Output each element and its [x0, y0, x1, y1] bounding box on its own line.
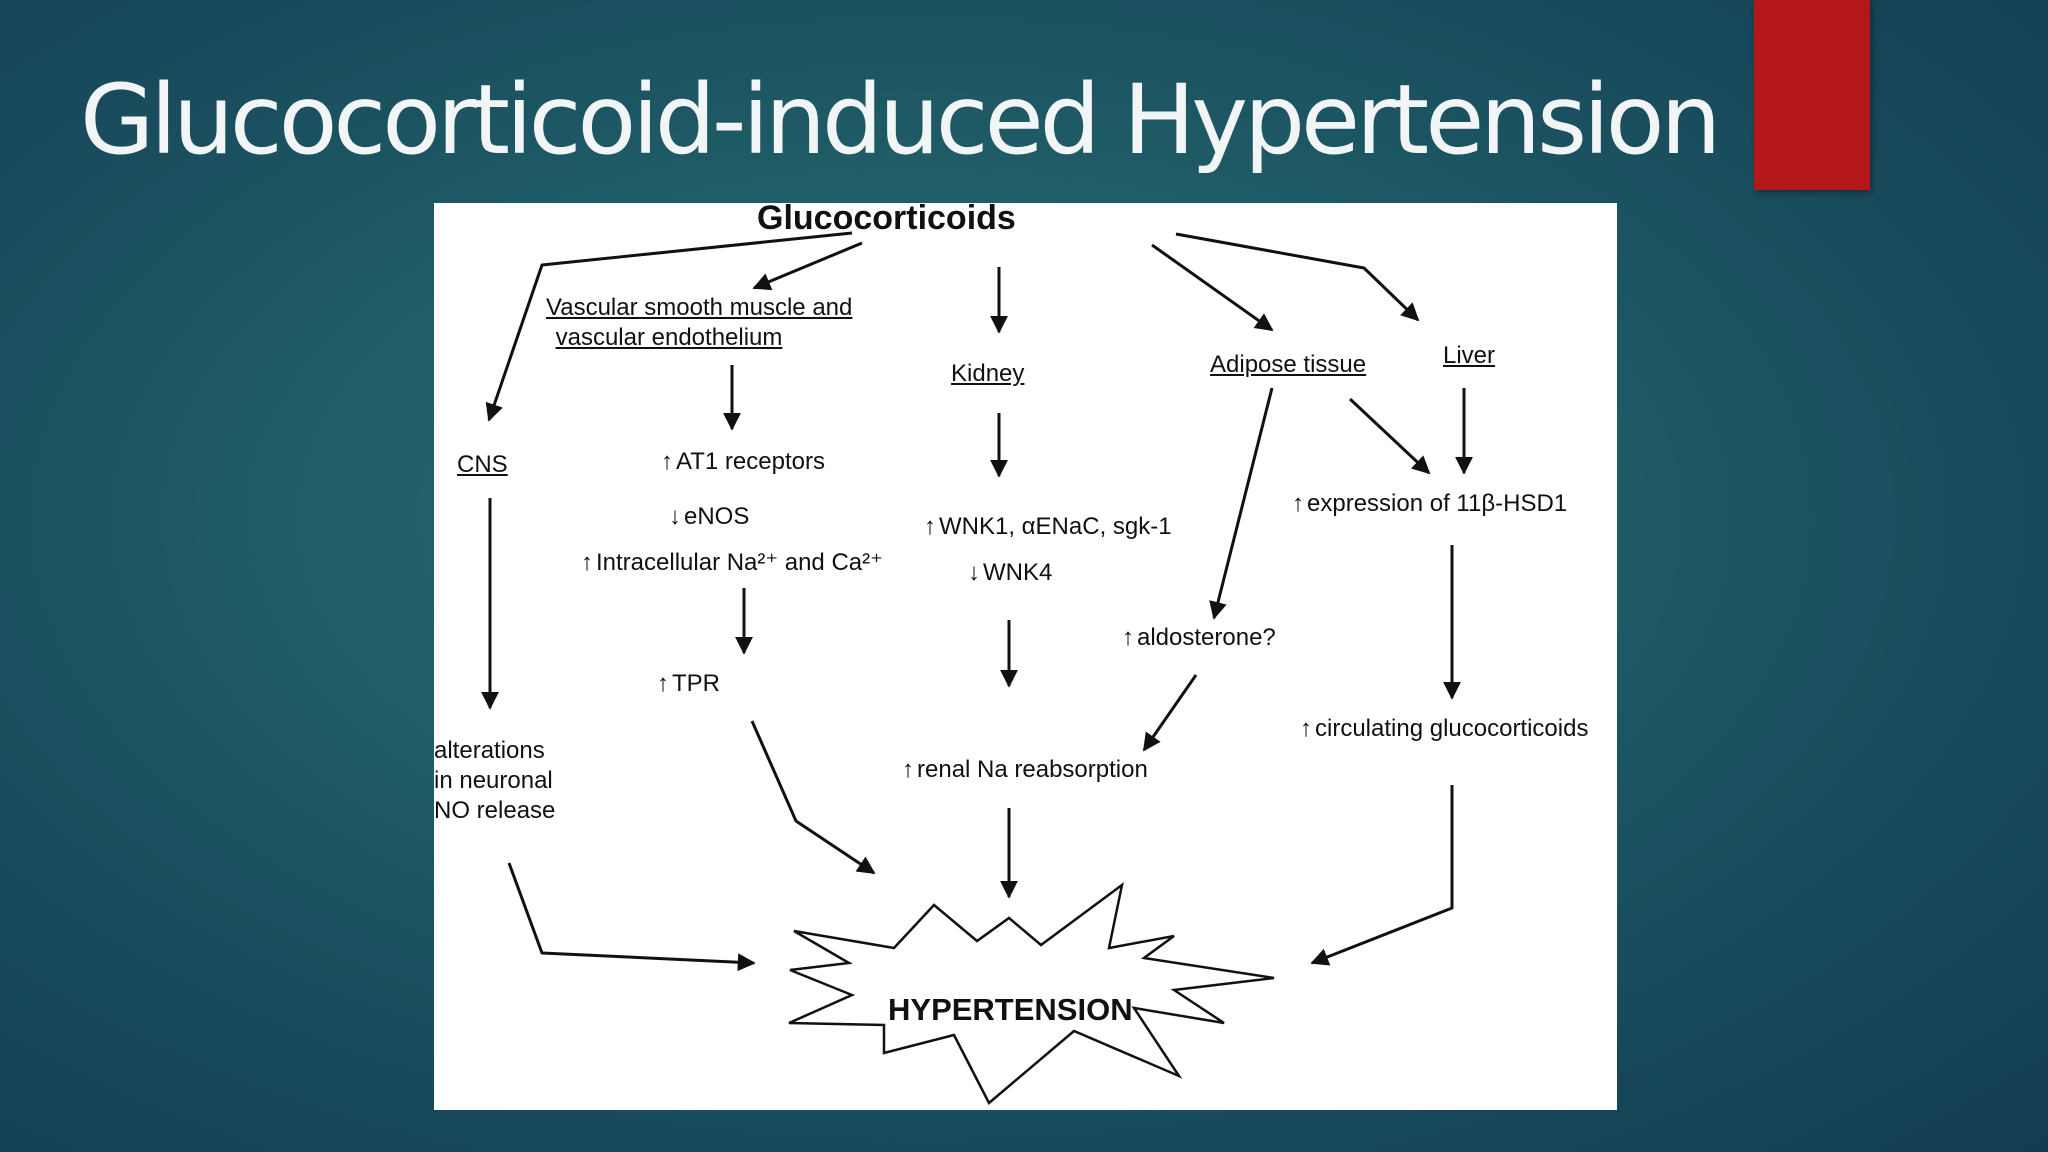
up-arrow-icon: ↑ — [924, 513, 936, 540]
arrow-adipose-to-hsd — [1348, 397, 1431, 475]
arrow-root-to-vascular — [752, 241, 863, 291]
header-liver: Liver — [1443, 342, 1496, 369]
up-arrow-icon: ↑ — [902, 756, 914, 783]
header-vascular: Vascular smooth muscle and vascular endo… — [546, 294, 853, 351]
up-arrow-icon: ↑ — [1292, 490, 1304, 517]
header-adipose: Adipose tissue — [1210, 351, 1367, 378]
arrow-root-to-cns — [485, 231, 853, 422]
up-arrow-icon: ↑ — [1122, 624, 1134, 651]
diagram-connectors — [481, 231, 1473, 1105]
effect-renal-na: ↑renal Na reabsorption — [902, 756, 1148, 783]
slide-title: Glucocorticoid-induced Hypertension — [80, 64, 1721, 176]
arrow-aldosterone-to-renal — [1142, 674, 1198, 752]
outcome-hypertension: HYPERTENSION — [888, 992, 1133, 1027]
effect-wnk1: ↑WNK1, αENaC, sgk-1 — [924, 513, 1172, 540]
arrow-circulating-to-hypertension — [1310, 785, 1454, 966]
effect-at1-receptors: ↑AT1 receptors — [661, 448, 825, 475]
header-kidney: Kidney — [951, 360, 1025, 387]
arrow-alterations-to-hypertension — [507, 862, 756, 972]
up-arrow-icon: ↑ — [661, 448, 673, 475]
arrow-root-to-adipose — [1151, 243, 1274, 332]
down-arrow-icon: ↓ — [968, 559, 980, 586]
effect-enos: ↓eNOS — [669, 503, 750, 530]
diagram-figure: Glucocorticoids Vascular smooth muscle a… — [434, 203, 1617, 1110]
hypertension-burst — [788, 882, 1275, 1105]
up-arrow-icon: ↑ — [657, 670, 669, 697]
accent-bar — [1754, 0, 1870, 190]
effect-neuronal-no: alterations in neuronal NO release — [434, 737, 556, 824]
effect-wnk4: ↓WNK4 — [968, 559, 1053, 586]
effect-11b-hsd1: ↑expression of 11β-HSD1 — [1292, 490, 1568, 517]
effect-aldosterone: ↑aldosterone? — [1122, 624, 1276, 651]
down-arrow-icon: ↓ — [669, 503, 681, 530]
arrow-tpr-to-hypertension — [750, 720, 876, 875]
arrow-adipose-to-aldosterone — [1209, 387, 1274, 620]
up-arrow-icon: ↑ — [1300, 715, 1312, 742]
root-glucocorticoids: Glucocorticoids — [757, 203, 1016, 237]
effect-tpr: ↑TPR — [657, 670, 720, 697]
up-arrow-icon: ↑ — [581, 549, 593, 576]
header-cns: CNS — [457, 451, 508, 478]
effect-circulating-gc: ↑circulating glucocorticoids — [1300, 715, 1589, 742]
effect-intracellular: ↑Intracellular Na²⁺ and Ca²⁺ — [581, 549, 883, 576]
arrow-root-to-liver — [1175, 232, 1420, 322]
